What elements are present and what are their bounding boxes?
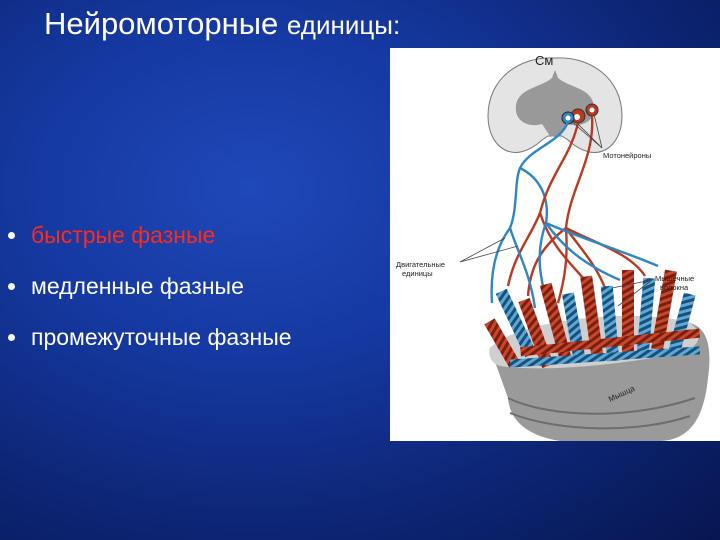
label-muscle-fibers-1: Мышечные bbox=[655, 274, 694, 283]
title-secondary: единицы: bbox=[286, 10, 401, 40]
bullet-list: быстрые фазные медленные фазные промежут… bbox=[0, 222, 292, 375]
bullet-dot-icon bbox=[8, 283, 15, 290]
spinal-cord-section bbox=[487, 57, 623, 153]
bullet-fast-phasic: быстрые фазные bbox=[0, 222, 292, 248]
label-motor-units-1: Двигательные bbox=[396, 260, 445, 269]
label-spinal-cord: См bbox=[535, 53, 553, 68]
bullet-text: промежуточные фазные bbox=[31, 324, 292, 350]
label-muscle-fibers-2: волокна bbox=[660, 283, 689, 292]
bullet-slow-phasic: медленные фазные bbox=[0, 273, 292, 299]
leader-lines bbox=[459, 113, 653, 307]
bullet-dot-icon bbox=[8, 232, 15, 239]
label-motoneurons: Мотонейроны bbox=[603, 151, 651, 160]
muscle-fibers bbox=[484, 269, 701, 368]
motor-unit-diagram: См Мотонейроны Двигательные единицы Мыше… bbox=[390, 48, 720, 441]
slide-title: Нейромоторные единицы: bbox=[44, 6, 400, 42]
bullet-intermediate-phasic: промежуточные фазные bbox=[0, 324, 292, 350]
motor-axons bbox=[490, 115, 659, 309]
bullet-dot-icon bbox=[8, 334, 15, 341]
bullet-text: медленные фазные bbox=[31, 273, 244, 299]
label-motor-units-2: единицы bbox=[402, 269, 433, 278]
title-main: Нейромоторные bbox=[44, 6, 279, 41]
bullet-text: быстрые фазные bbox=[31, 222, 216, 248]
